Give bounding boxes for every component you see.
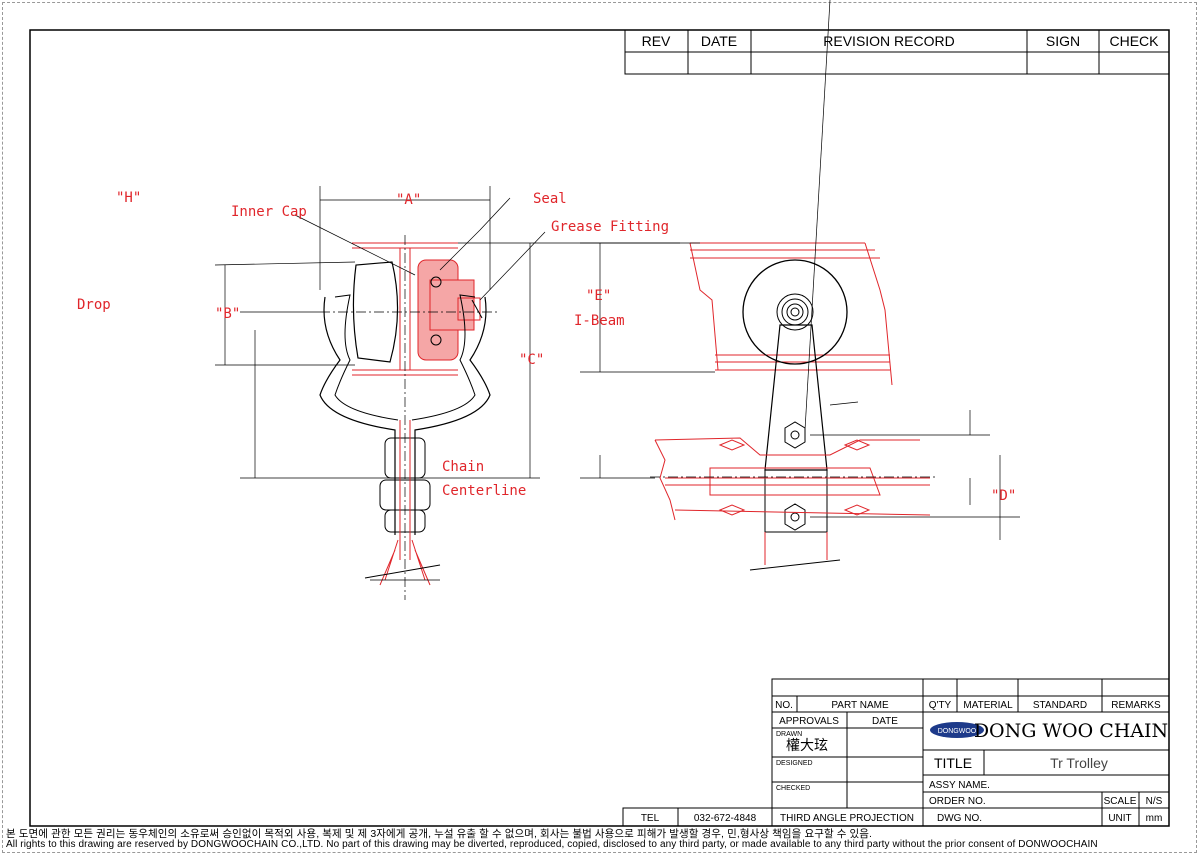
check-header: CHECK <box>1109 33 1159 49</box>
parts-remarks-header: REMARKS <box>1111 700 1161 711</box>
logo-badge-text: DONGWOO <box>938 728 977 735</box>
parts-standard-header: STANDARD <box>1033 700 1087 711</box>
tel-label: TEL <box>641 813 660 824</box>
label-grease-fitting: Grease Fitting <box>551 219 669 235</box>
unit-value: mm <box>1146 813 1163 824</box>
label-seal: Seal <box>533 191 567 207</box>
trolley-side-view <box>580 0 1020 571</box>
revision-record-header: REVISION RECORD <box>823 33 954 49</box>
scale-value: N/S <box>1146 796 1163 807</box>
scale-label: SCALE <box>1104 796 1137 807</box>
label-h: "H" <box>116 190 141 206</box>
label-c: "C" <box>519 352 544 368</box>
approvals-label: APPROVALS <box>779 716 839 727</box>
title-value: Tr Trolley <box>1050 755 1108 771</box>
sign-header: SIGN <box>1046 33 1080 49</box>
parts-qty-header: Q'TY <box>929 700 952 711</box>
parts-name-header: PART NAME <box>831 700 889 711</box>
assy-name-label: ASSY NAME. <box>929 780 990 791</box>
projection-label: THIRD ANGLE PROJECTION <box>780 813 914 824</box>
label-centerline: Centerline <box>442 483 526 499</box>
footer-korean-notice: 본 도면에 관한 모든 권리는 동우체인의 소유로써 승인없이 목적외 사용, … <box>6 828 873 840</box>
title-block: APPROVALS DATE DRAWN 權大玹 DESIGNED CHECKE… <box>622 711 1170 827</box>
revision-table: REV DATE REVISION RECORD SIGN CHECK <box>624 29 1170 75</box>
trolley-front-view <box>214 186 680 600</box>
footer-english-notice: All rights to this drawing are reserved … <box>6 839 1098 850</box>
company-name: DONG WOO CHAIN <box>974 720 1168 742</box>
drawn-name: 權大玹 <box>786 737 828 753</box>
designed-label: DESIGNED <box>776 760 813 767</box>
label-d: "D" <box>991 488 1016 504</box>
parts-no-header: NO. <box>775 700 793 711</box>
approvals-date-label: DATE <box>872 716 898 727</box>
dwg-no-label: DWG NO. <box>937 813 982 824</box>
rev-header: REV <box>642 33 671 49</box>
unit-label: UNIT <box>1108 813 1131 824</box>
label-inner-cap: Inner Cap <box>231 204 307 220</box>
drawn-label: DRAWN <box>776 731 802 738</box>
label-drop: Drop <box>77 297 111 313</box>
parts-list: NO. PART NAME Q'TY MATERIAL STANDARD REM… <box>771 678 1170 713</box>
tel-value: 032-672-4848 <box>694 813 757 824</box>
order-no-label: ORDER NO. <box>929 796 986 807</box>
label-chain: Chain <box>442 459 484 475</box>
parts-material-header: MATERIAL <box>963 700 1013 711</box>
checked-label: CHECKED <box>776 785 810 792</box>
label-ibeam: I-Beam <box>574 313 625 329</box>
label-e: "E" <box>586 288 611 304</box>
date-header: DATE <box>701 33 737 49</box>
label-a: "A" <box>396 192 421 208</box>
dongwoo-logo-badge <box>930 722 984 738</box>
title-label: TITLE <box>934 755 972 771</box>
drawing-border <box>29 29 1170 827</box>
label-b: "B" <box>215 306 240 322</box>
